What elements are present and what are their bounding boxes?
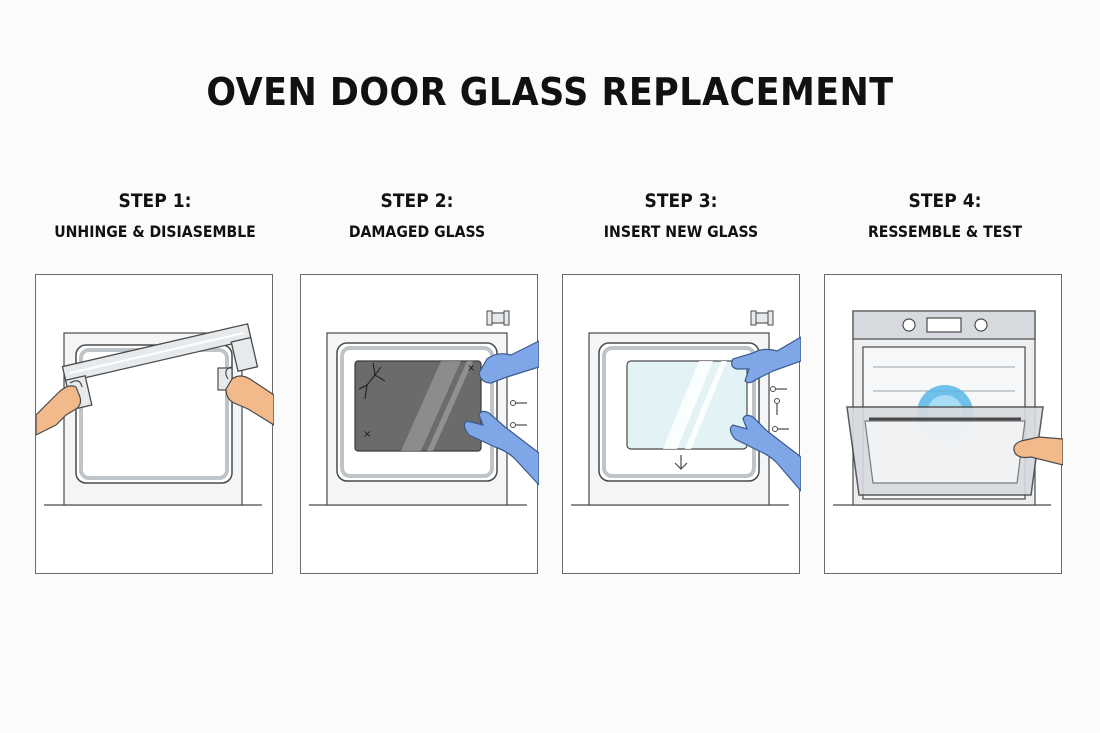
damaged-glass-pane [354,360,482,452]
hand-icon [1013,436,1063,466]
gloved-hand-icon [478,340,539,384]
gloved-hand-icon [463,410,539,486]
step-1-caption: UNHINGE & DISIASEMBLE [54,222,256,241]
step-3-number: STEP 3: [644,190,718,212]
step-3-illustration [562,274,801,574]
hinge-clip-icon [486,310,510,326]
down-arrow-icon [674,455,688,470]
crack-icon: × × [358,362,475,440]
svg-text:×: × [363,429,371,440]
step-2-number: STEP 2: [380,190,454,212]
new-glass-pane [626,360,748,450]
step-1-heading: STEP 1: UNHINGE & DISIASEMBLE [25,190,285,241]
step-4-caption: RESSEMBLE & TEST [867,222,1023,241]
step-4-illustration [824,274,1063,574]
open-oven-door [846,406,1044,496]
hand-icon [225,366,274,426]
step-4-heading: STEP 4: RESSEMBLE & TEST [815,190,1075,241]
step-2-illustration: × × [300,274,539,574]
step-1-number: STEP 1: [118,190,192,212]
gloved-hand-icon [731,336,801,384]
gloved-hand-icon [729,414,801,492]
screw-icon [770,386,789,432]
step-3-caption: INSERT NEW GLASS [603,222,759,241]
step-1-illustration [35,274,274,574]
page-title: OVEN DOOR GLASS REPLACEMENT [206,70,894,114]
hinge-clip-icon [750,310,774,326]
step-2-heading: STEP 2: DAMAGED GLASS [287,190,547,241]
step-3-heading: STEP 3: INSERT NEW GLASS [551,190,811,241]
svg-text:×: × [467,363,475,374]
hand-icon [36,380,83,436]
screw-icon [510,400,527,428]
step-2-caption: DAMAGED GLASS [348,222,486,241]
step-4-number: STEP 4: [908,190,982,212]
